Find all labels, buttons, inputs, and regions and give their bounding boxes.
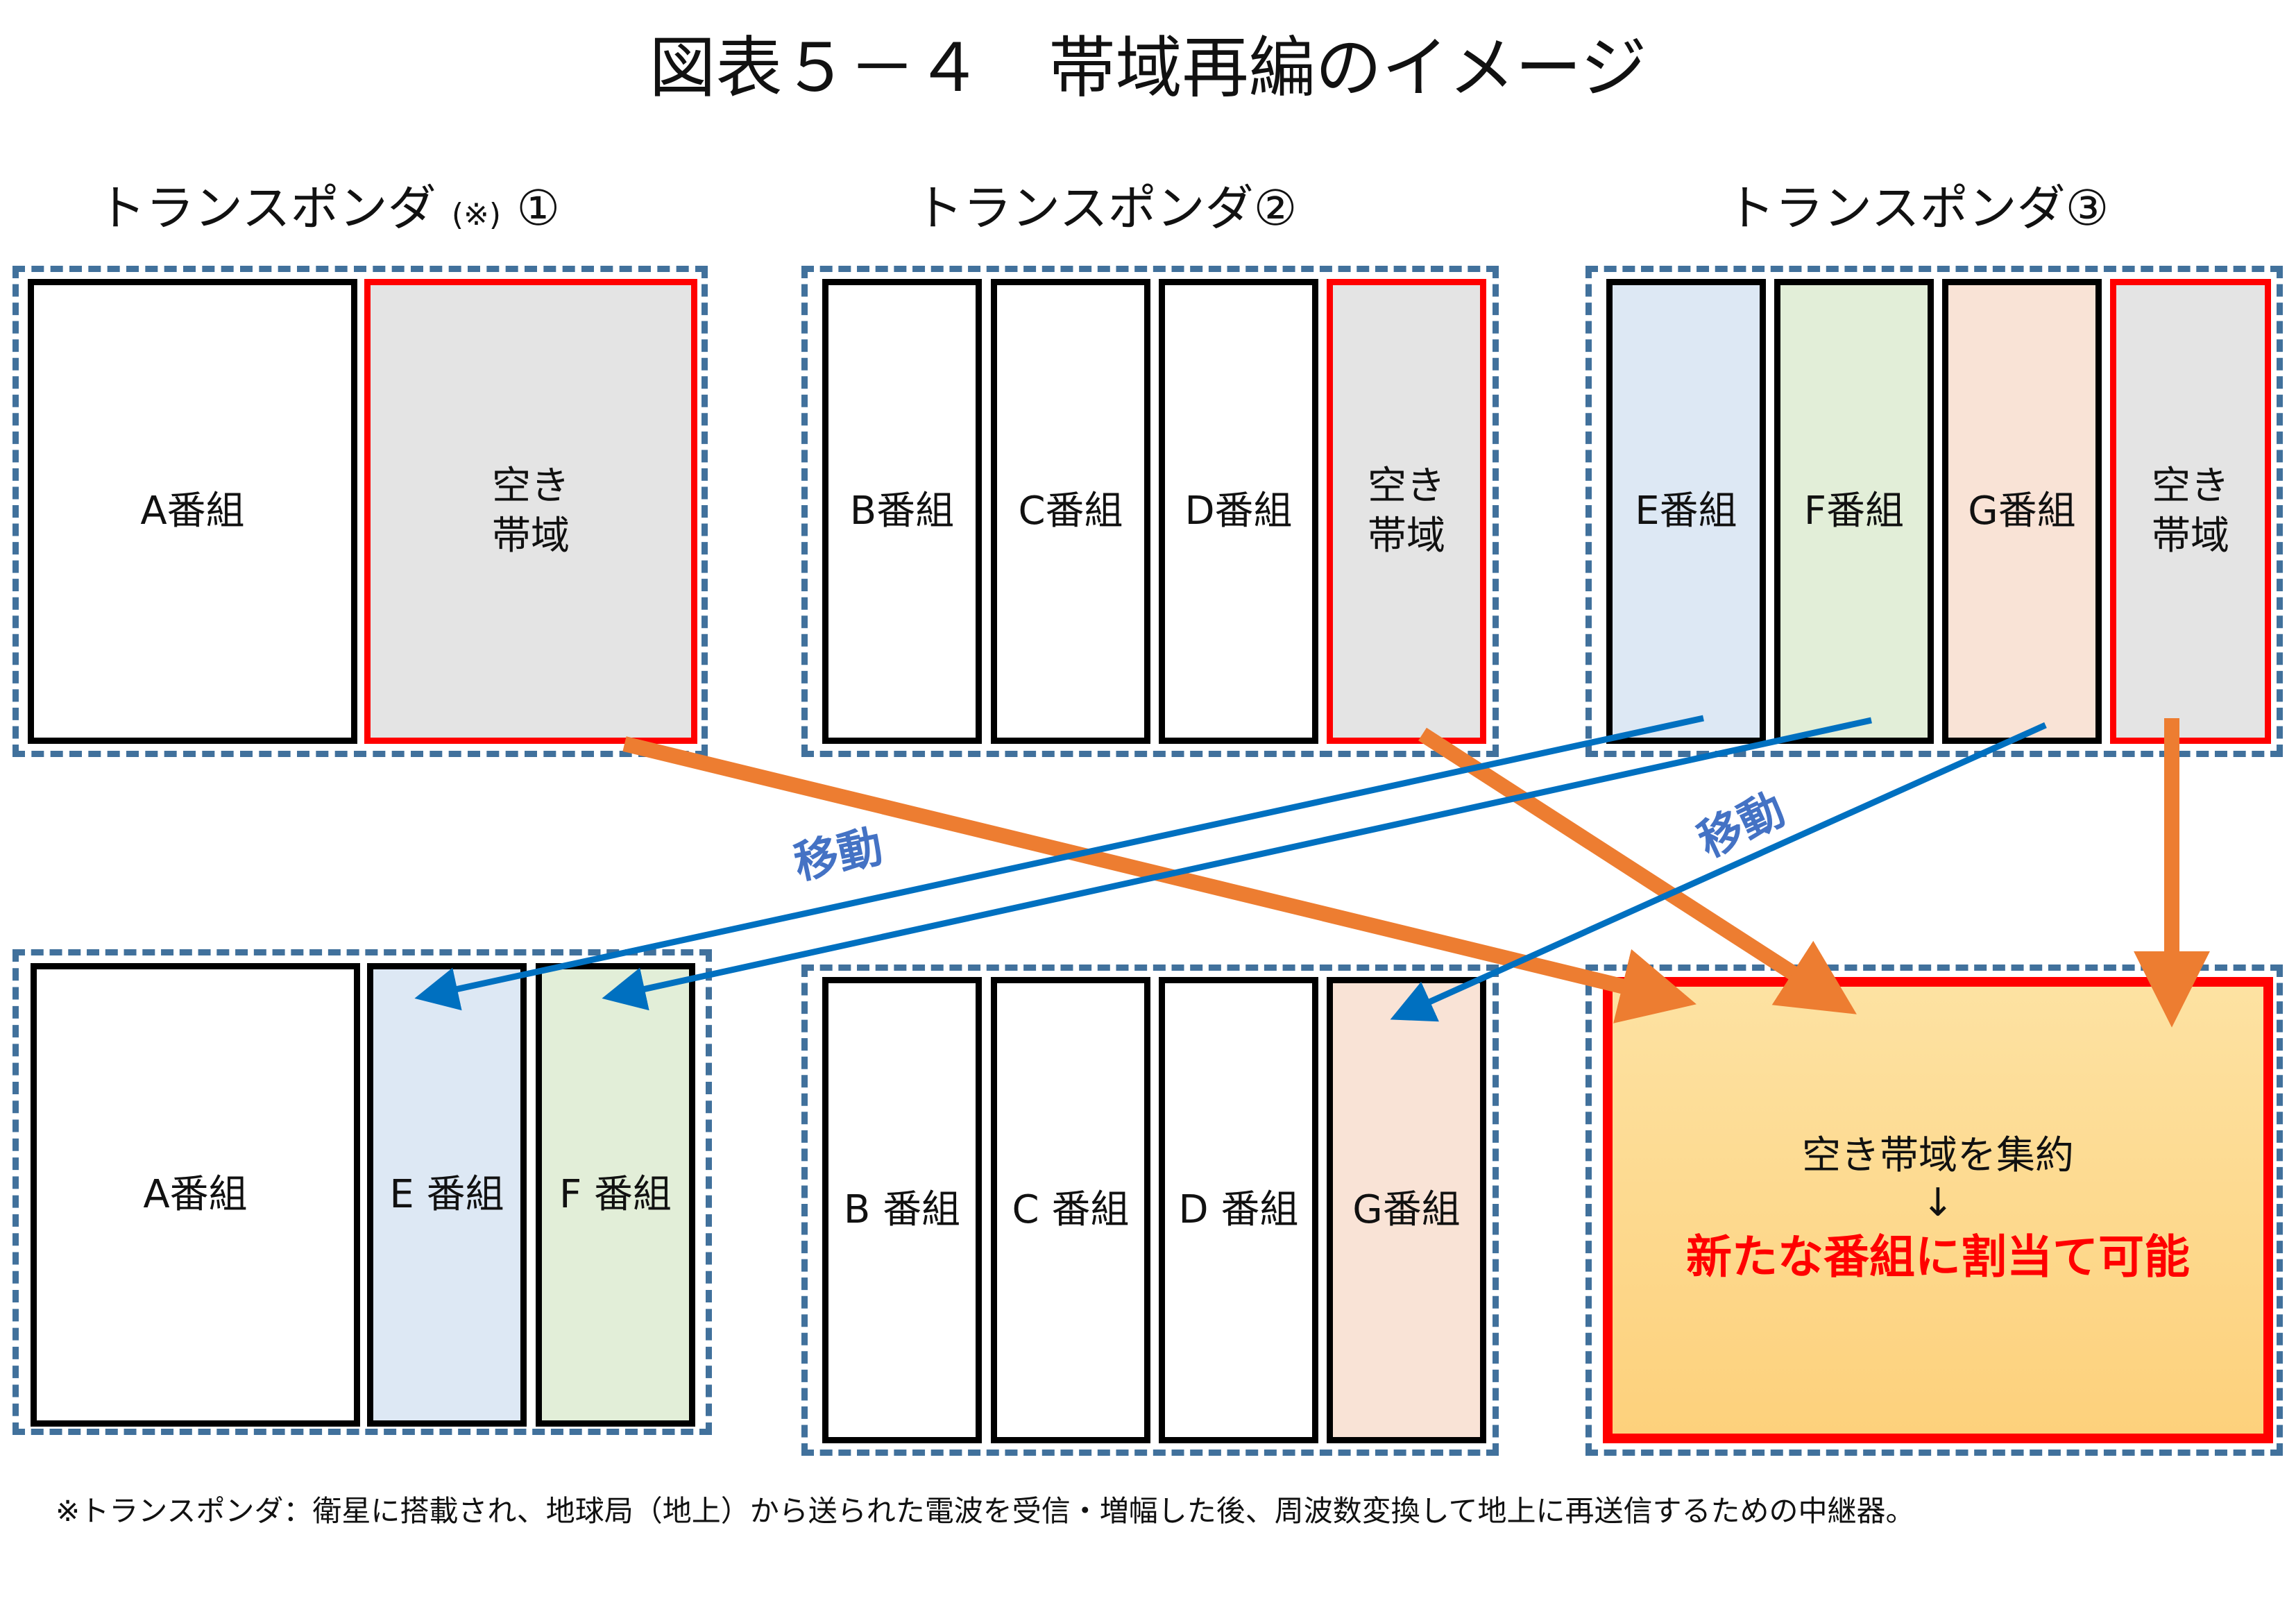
program-c-after: C 番組: [991, 977, 1150, 1443]
transponder-1-label: トランスポンダ (※) ①: [97, 173, 560, 243]
diagram-title: 図表５－４ 帯域再編のイメージ: [649, 29, 1647, 107]
program-a-after: A番組: [31, 963, 360, 1427]
transponder-3-label: トランスポンダ③: [1726, 180, 2109, 237]
program-b-before: B番組: [822, 279, 982, 744]
program-e-before: E番組: [1606, 279, 1766, 744]
transponder-2-after-frame: [801, 965, 1499, 1456]
program-d-after: D 番組: [1159, 977, 1318, 1443]
transponder-3-before-frame: [1585, 266, 2283, 757]
footnote: ※トランスポンダ：衛星に搭載され、地球局（地上）から送られた電波を受信・増幅した…: [56, 1494, 1915, 1528]
program-g-after: G番組: [1327, 977, 1486, 1443]
transponder-2-before-frame: [801, 266, 1499, 757]
transponder-1-before-frame: [12, 266, 708, 757]
reallocation-note: 新たな番組に割当て可能: [1686, 1230, 2190, 1284]
free-band-arrow-t1: [622, 736, 1697, 1023]
program-g-before: G番組: [1942, 279, 2102, 744]
transponder-2-label: トランスポンダ②: [915, 180, 1298, 237]
program-a-before: A番組: [28, 279, 357, 744]
pooled-free-band: 空き帯域を集約 ↓ 新たな番組に割当て可能: [1603, 977, 2273, 1443]
free-band-t3-before: 空き 帯域: [2110, 279, 2271, 744]
transponder-3-after-frame: [1585, 965, 2283, 1456]
transponder-1-number: ①: [516, 180, 561, 237]
move-arrow-e: [414, 715, 1704, 1011]
free-band-t1-before: 空き 帯域: [364, 279, 697, 744]
program-e-after: E 番組: [367, 963, 527, 1427]
transponder-1-after-frame: [12, 949, 712, 1435]
free-band-t2-before: 空き 帯域: [1327, 279, 1486, 744]
pooled-band-caption: 空き帯域を集約: [1802, 1133, 2074, 1178]
transponder-1-name: トランスポンダ: [97, 180, 436, 237]
program-b-after: B 番組: [822, 977, 982, 1443]
move-arrow-g: [1390, 722, 2047, 1022]
program-f-after: F 番組: [536, 963, 695, 1427]
program-c-before: C番組: [991, 279, 1150, 744]
move-arrow-f: [602, 717, 1872, 1011]
free-band-arrow-t2: [1418, 727, 1857, 1014]
program-f-before: F番組: [1774, 279, 1934, 744]
transponder-footnote-mark: (※): [451, 197, 502, 232]
down-arrow-icon: ↓: [1921, 1180, 1955, 1225]
program-d-before: D番組: [1159, 279, 1318, 744]
